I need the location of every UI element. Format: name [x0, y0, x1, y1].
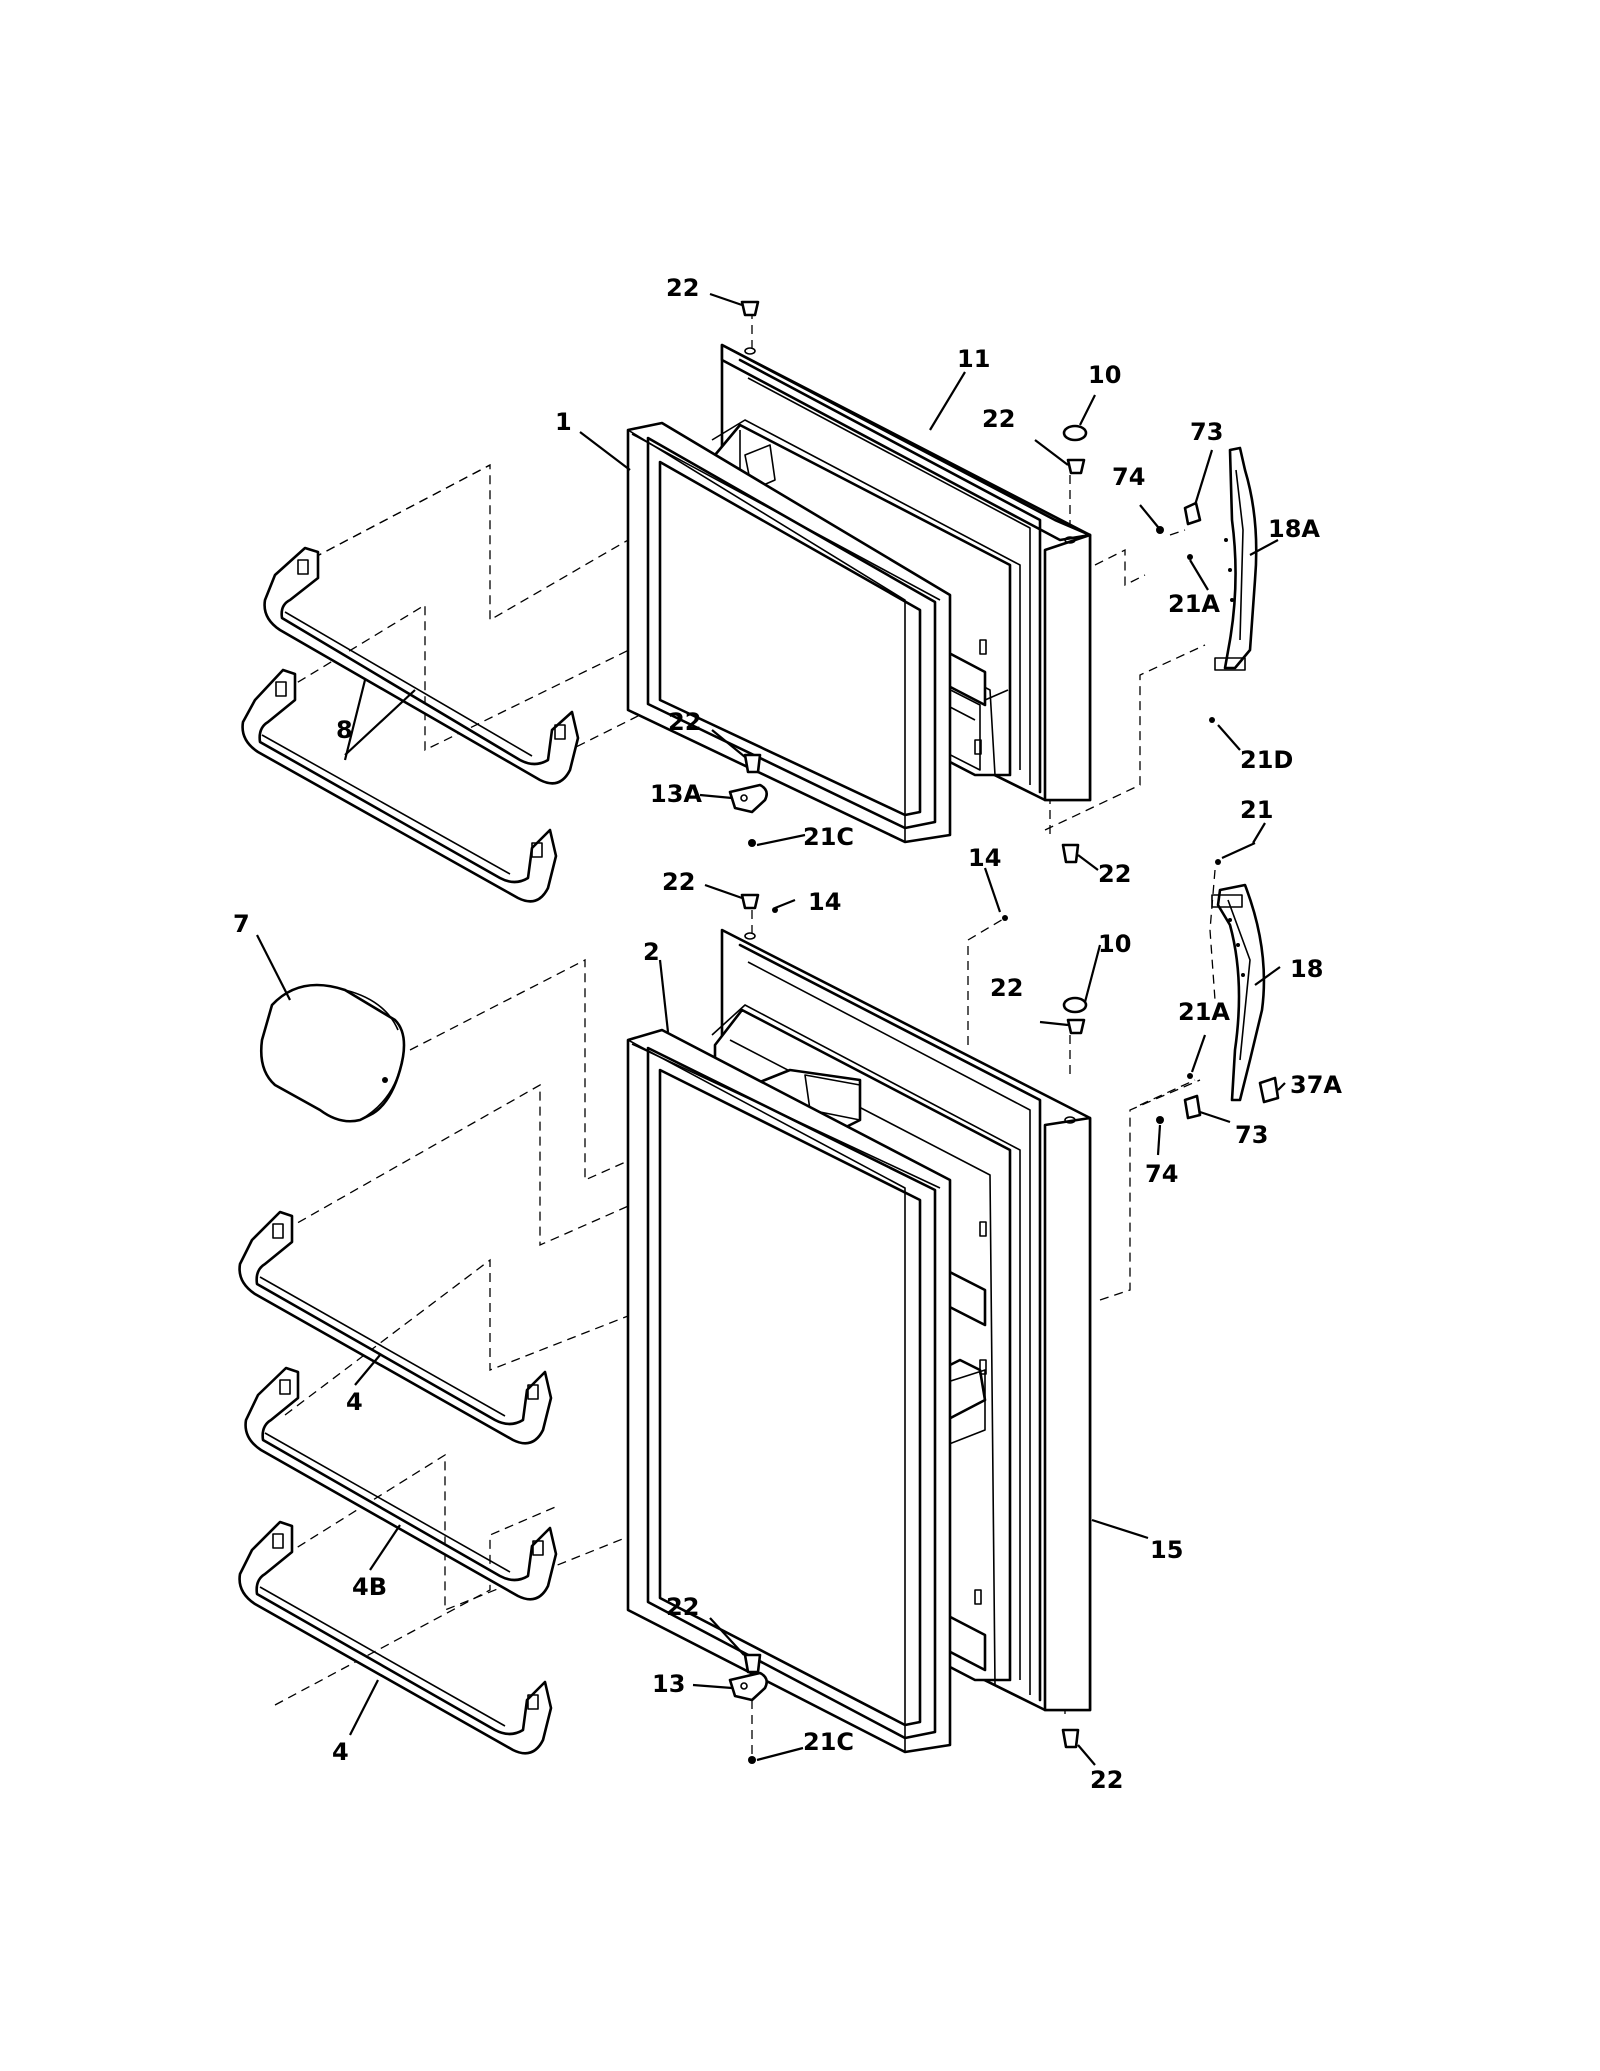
callout-10: 10: [1088, 361, 1121, 389]
shelf-4-bottom: [238, 1520, 553, 1755]
callout-21D: 21D: [1240, 746, 1293, 774]
callout-22: 22: [666, 1593, 699, 1621]
callout-74: 74: [1112, 463, 1145, 491]
callout-22: 22: [1090, 1766, 1123, 1794]
assembly-lines: [274, 310, 1216, 1755]
callout-22: 22: [990, 974, 1023, 1002]
callout-10: 10: [1098, 930, 1131, 958]
callout-11: 11: [957, 345, 990, 373]
small-hardware: [728, 300, 1280, 1764]
callout-22: 22: [662, 868, 695, 896]
callout-13A: 13A: [650, 780, 702, 808]
callout-15: 15: [1150, 1536, 1183, 1564]
callout-4: 4: [346, 1388, 363, 1416]
callout-22: 22: [668, 708, 701, 736]
callout-21C: 21C: [803, 823, 854, 851]
callout-37A: 37A: [1290, 1071, 1342, 1099]
gasket-2: [626, 1028, 952, 1754]
callout-18A: 18A: [1268, 515, 1320, 543]
shelf-8-top: [263, 546, 580, 785]
shelf-4B: [244, 1366, 558, 1601]
callout-1: 1: [555, 408, 572, 436]
callout-73: 73: [1235, 1121, 1268, 1149]
callout-labels: 22 11 10 1 22 73 74 18A 21A 8 22 13A 21C…: [233, 274, 1342, 1794]
callout-21: 21: [1240, 796, 1273, 824]
callout-8: 8: [336, 716, 353, 744]
gasket-1: [626, 421, 952, 844]
ice-bucket-7: [260, 983, 406, 1123]
callout-21A: 21A: [1168, 590, 1220, 618]
callout-4: 4: [332, 1738, 349, 1766]
callout-22: 22: [1098, 860, 1131, 888]
door-shelves: [238, 546, 580, 1755]
shelf-8-bottom: [241, 668, 558, 903]
callout-21A: 21A: [1178, 998, 1230, 1026]
callout-74: 74: [1145, 1160, 1178, 1188]
callout-14: 14: [808, 888, 841, 916]
callout-13: 13: [652, 1670, 685, 1698]
leader-lines: [256, 292, 1286, 1766]
callout-2: 2: [643, 938, 660, 966]
callout-22: 22: [666, 274, 699, 302]
callout-14: 14: [968, 844, 1001, 872]
shelf-4-top: [238, 1210, 553, 1445]
callout-21C: 21C: [803, 1728, 854, 1756]
handle-18A: [1214, 446, 1258, 671]
callout-7: 7: [233, 910, 250, 938]
callout-73: 73: [1190, 418, 1223, 446]
callout-4B: 4B: [352, 1573, 387, 1601]
handle-18: [1211, 883, 1266, 1102]
callout-18: 18: [1290, 955, 1323, 983]
callout-22: 22: [982, 405, 1015, 433]
